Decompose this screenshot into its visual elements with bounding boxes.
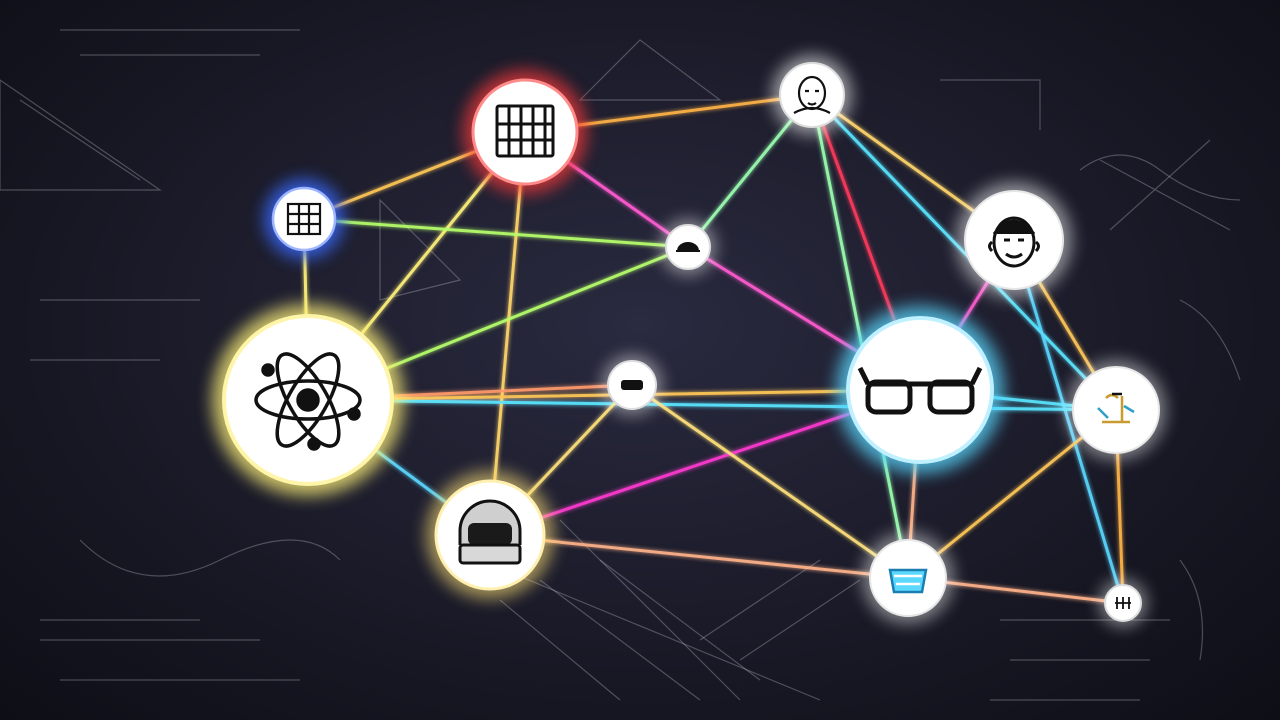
atom-icon	[254, 352, 362, 451]
node-portrait-right[interactable]	[956, 182, 1072, 298]
face-portrait-icon	[988, 216, 1040, 268]
node-tub[interactable]	[862, 532, 954, 624]
node-formula[interactable]	[1066, 360, 1166, 460]
edge-grid-chip-helmet	[488, 130, 527, 537]
helmet-icon	[458, 499, 522, 565]
small-device-icon	[621, 380, 643, 390]
tub-icon	[888, 568, 928, 594]
edge-small-center-tub	[630, 383, 910, 580]
node-atom[interactable]	[212, 304, 404, 496]
node-helmet[interactable]	[426, 471, 554, 599]
node-small-device-top[interactable]	[660, 219, 716, 275]
node-glasses[interactable]	[836, 306, 1004, 474]
glasses-icon	[857, 366, 983, 415]
formula-icon	[1097, 392, 1135, 424]
node-small-device-center[interactable]	[602, 355, 662, 415]
edge-helmet-tub	[488, 533, 910, 580]
edge-small-grid-small-top	[302, 217, 690, 249]
tiny-mark-icon	[1115, 597, 1131, 609]
bald-head-portrait-icon	[793, 75, 831, 114]
node-tiny[interactable]	[1099, 579, 1147, 627]
background-scribbles	[0, 29, 1241, 701]
small-device-icon	[676, 242, 700, 252]
node-grid-chip[interactable]	[463, 70, 587, 194]
small-grid-icon	[286, 202, 322, 236]
node-small-grid[interactable]	[264, 179, 344, 259]
grid-chip-icon	[495, 104, 555, 158]
node-portrait-top[interactable]	[772, 55, 852, 135]
